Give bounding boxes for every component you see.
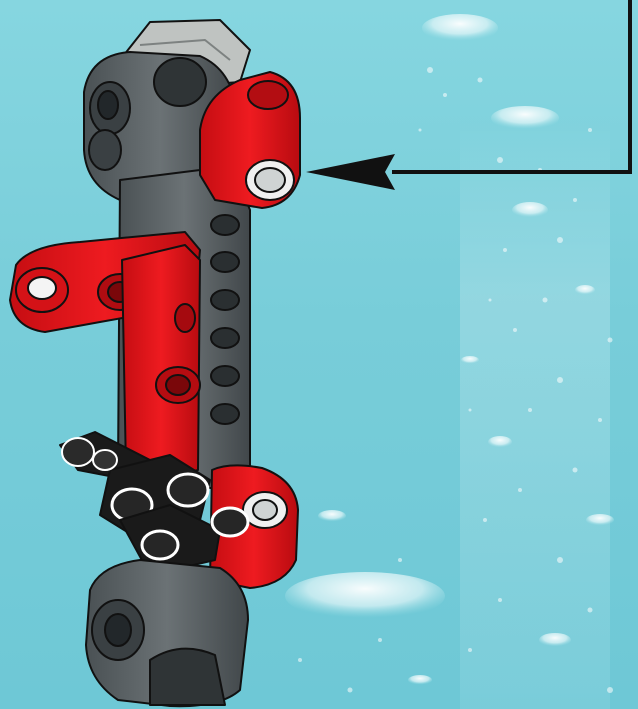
- bubble-icon: [575, 285, 595, 295]
- bubble-icon: [461, 356, 479, 364]
- bubble-icon: [408, 675, 432, 685]
- axle-hole: [154, 58, 206, 106]
- bubble-stream: [285, 14, 614, 709]
- bubble-icon: [285, 572, 445, 620]
- technic-assembly: [10, 20, 300, 706]
- bubble-icon: [539, 633, 571, 647]
- red-vertical-liftarm: [122, 245, 200, 480]
- bubble-icon: [422, 14, 498, 42]
- arrow-left-icon: [306, 154, 395, 190]
- bubble-icon: [318, 510, 346, 522]
- bubble-icon: [488, 436, 512, 448]
- bubble-icon: [491, 106, 559, 130]
- bubble-icon: [512, 202, 548, 218]
- bubble-icon: [586, 514, 614, 526]
